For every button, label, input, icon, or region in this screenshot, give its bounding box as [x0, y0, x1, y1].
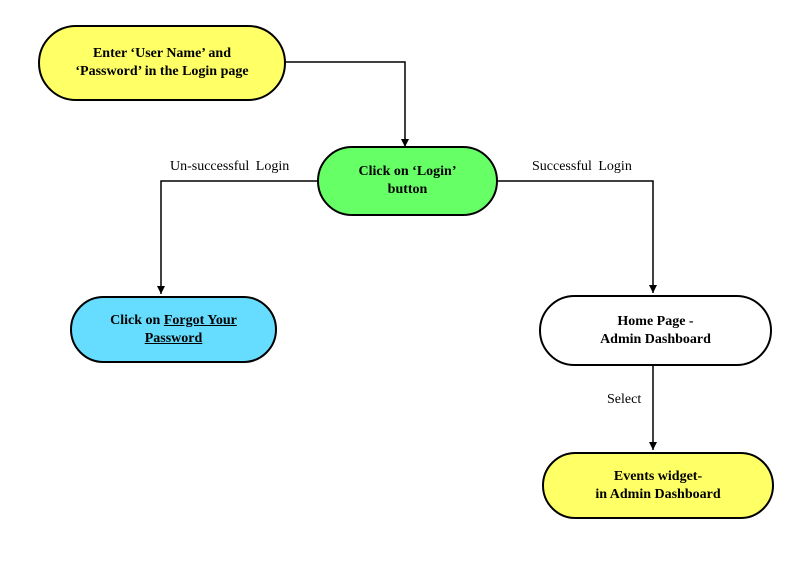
login-entry-node: Enter ‘User Name’ and ‘Password’ in the … — [38, 25, 286, 101]
login-entry-line1: Enter ‘User Name’ and — [92, 46, 232, 61]
connector-successful — [497, 180, 657, 293]
click-login-line2: button — [387, 182, 428, 197]
forgot-password-node: Click on Forgot Your Password — [70, 296, 277, 363]
forgot-password-link[interactable]: Forgot Your — [163, 312, 237, 328]
connector-unsuccessful — [157, 180, 318, 294]
forgot-password-prefix: Click on — [110, 312, 164, 328]
home-page-node: Home Page - Admin Dashboard — [539, 295, 772, 366]
events-widget-node: Events widget- in Admin Dashboard — [542, 452, 774, 519]
home-page-line1: Home Page - — [617, 313, 694, 329]
click-login-node: Click on ‘Login’ button — [317, 146, 498, 216]
events-widget-line1: Events widget- — [613, 468, 703, 484]
login-entry-line2: ‘Password’ in the Login page — [75, 64, 249, 79]
unsuccessful-login-label: Un-successful Login — [170, 159, 290, 174]
home-page-line2: Admin Dashboard — [600, 331, 711, 347]
select-label: Select — [607, 392, 642, 407]
connector-login-to-click — [285, 61, 409, 147]
forgot-password-link-line2[interactable]: Password — [144, 330, 203, 346]
successful-login-label: Successful Login — [532, 159, 632, 174]
events-widget-line2: in Admin Dashboard — [595, 486, 721, 502]
click-login-line1: Click on ‘Login’ — [358, 164, 457, 179]
